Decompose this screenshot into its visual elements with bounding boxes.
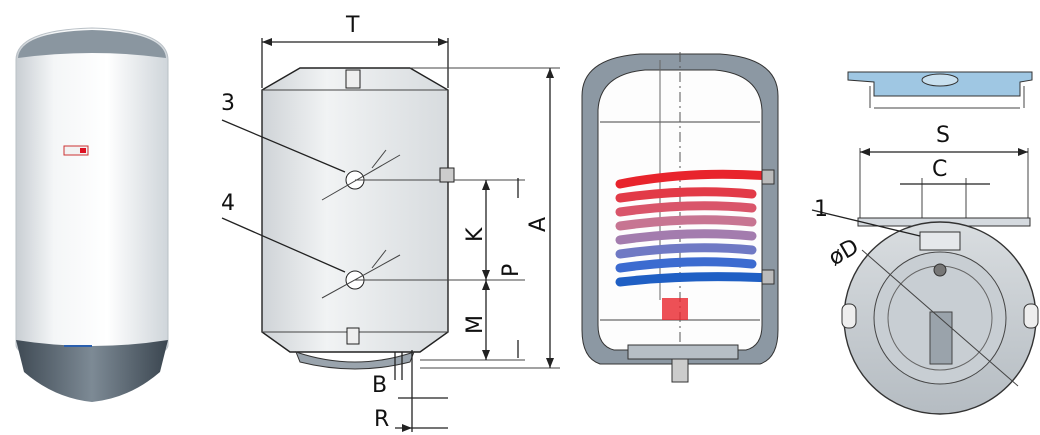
label-4: 4 xyxy=(221,191,235,216)
label-b: B xyxy=(372,373,387,398)
label-t: T xyxy=(345,13,360,38)
flange-view xyxy=(847,71,1033,109)
label-k: K xyxy=(463,227,488,242)
label-1: 1 xyxy=(814,197,828,222)
side-view: T 3 4 B R A K P M xyxy=(221,13,560,432)
fitting-4 xyxy=(221,217,470,299)
label-c: C xyxy=(932,157,947,182)
label-r: R xyxy=(374,407,389,432)
label-s: S xyxy=(936,123,950,148)
label-m: M xyxy=(463,315,488,334)
label-a: A xyxy=(526,217,551,232)
heater-photo xyxy=(15,27,169,402)
label-3: 3 xyxy=(221,91,235,116)
heating-coil xyxy=(615,169,775,287)
bottom-view: S C 1 øD xyxy=(811,123,1039,415)
label-diameter: øD xyxy=(825,234,864,271)
fitting-3 xyxy=(221,119,440,201)
cutaway-view xyxy=(581,52,779,383)
label-p: P xyxy=(499,264,524,277)
